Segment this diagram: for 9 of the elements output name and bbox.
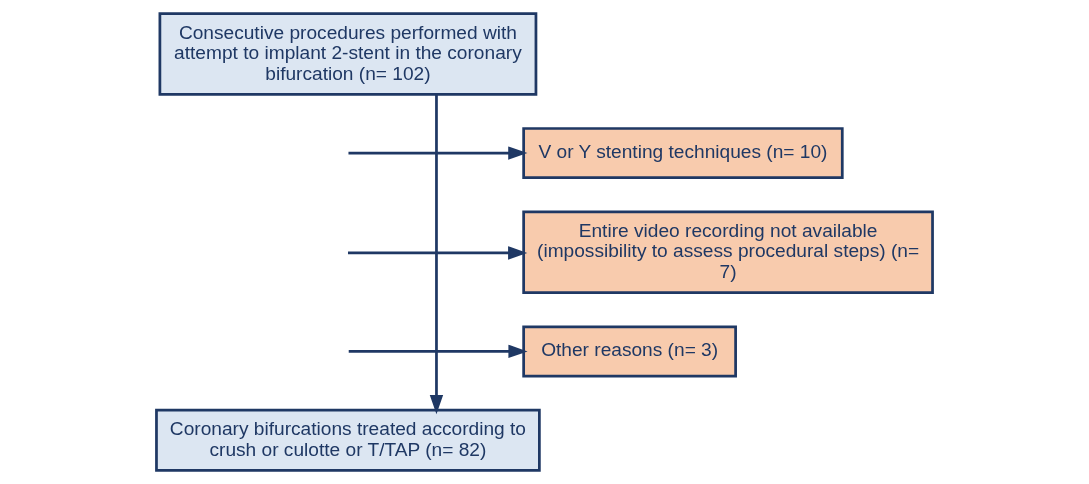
node-box: Other reasons (n= 3) <box>522 325 737 378</box>
node-box: Entire video recording not available (impossibility to assess procedural steps) (n= 7) <box>522 210 934 294</box>
arrow <box>348 146 528 160</box>
node-box: V or Y stenting techniques (n= 10) <box>522 127 844 180</box>
arrow <box>429 94 444 415</box>
arrow <box>348 246 528 260</box>
arrow <box>348 344 528 359</box>
node-box: Consecutive procedures performed with attempt to implant 2-stent in the coronary bifurcation (n= 102) <box>158 12 538 96</box>
node-box: Coronary bifurcations treated according to crush or culotte or T/TAP (n= 82) <box>155 408 541 472</box>
